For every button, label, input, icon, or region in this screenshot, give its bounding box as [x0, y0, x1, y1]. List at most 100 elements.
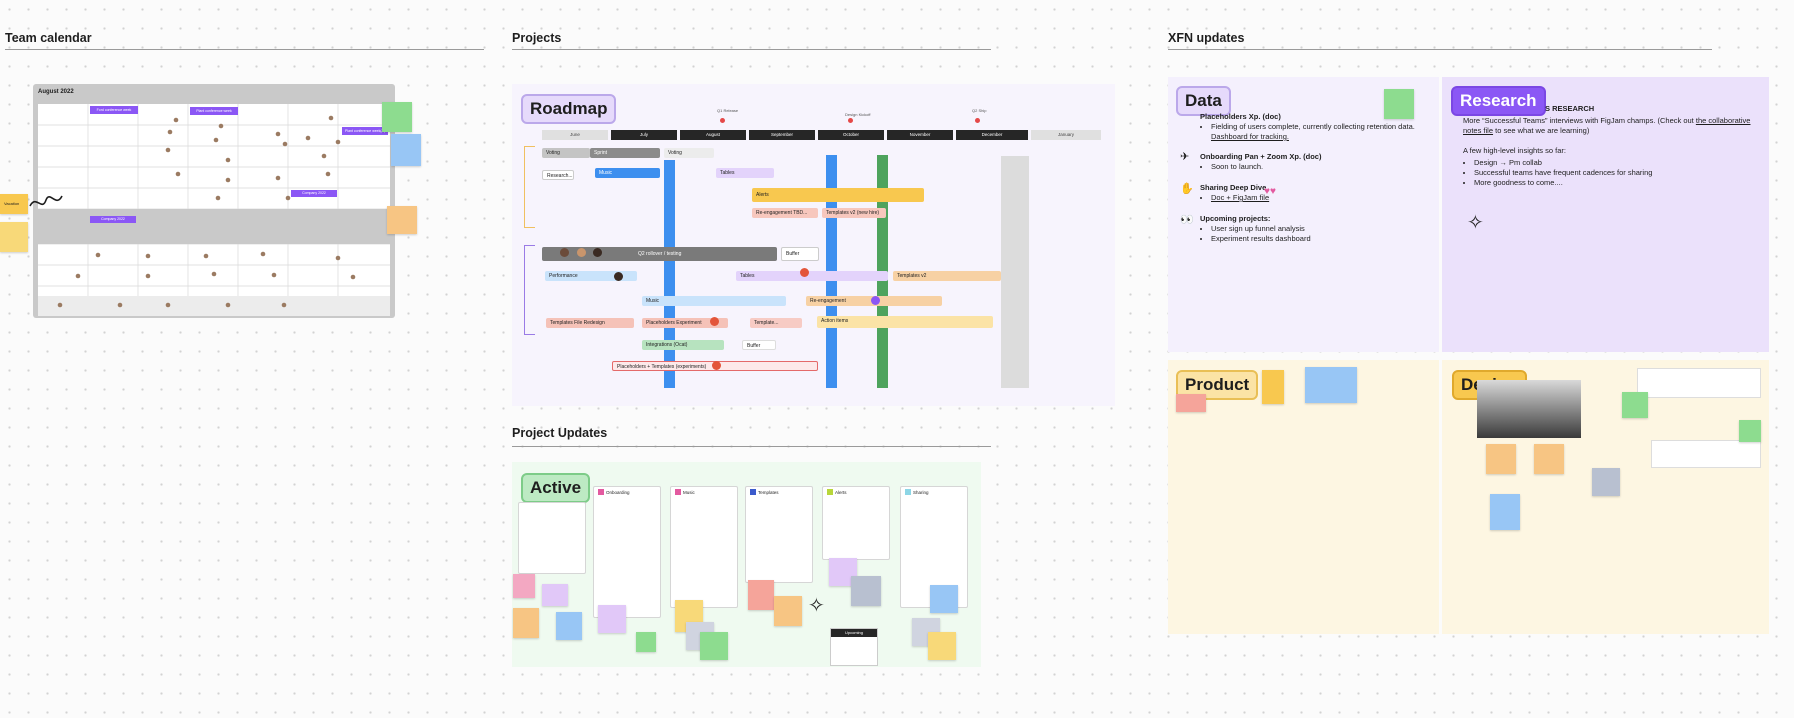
update-card-title: Music: [683, 490, 695, 495]
dashboard-link[interactable]: Dashboard for tracking.: [1211, 132, 1289, 141]
update-card[interactable]: Onboarding: [593, 486, 661, 618]
sticky-note[interactable]: [513, 608, 539, 638]
roadmap-bar[interactable]: Re-engagement TBD...: [752, 208, 818, 218]
sticky-note[interactable]: [542, 584, 568, 606]
sparkle-icon: ✧: [808, 595, 825, 617]
data-item: Onboarding Pan + Zoom Xp. (doc) Soon to …: [1200, 152, 1430, 172]
design-screenshot[interactable]: [1477, 380, 1581, 438]
roadmap-bar[interactable]: Buffer: [742, 340, 776, 350]
team-calendar-frame[interactable]: August 2022: [33, 84, 395, 318]
sticky-note[interactable]: [1490, 494, 1520, 530]
projects-divider: [512, 49, 991, 50]
roadmap-bar[interactable]: Template...: [750, 318, 802, 328]
roadmap-bar[interactable]: Tables: [736, 271, 888, 281]
roadmap-bar[interactable]: Sprint: [590, 148, 660, 158]
data-item-title: Sharing Deep Dive: [1200, 183, 1267, 192]
avatar: [593, 248, 602, 257]
calendar-event[interactable]: Company 2022: [291, 190, 337, 197]
roadmap-chip: Roadmap: [521, 94, 617, 124]
calendar-month-label: August 2022: [38, 89, 74, 95]
research-bullet: Successful teams have frequent cadences …: [1474, 168, 1755, 178]
research-frame[interactable]: [1442, 77, 1769, 352]
data-item-title[interactable]: Placeholders Xp. (doc): [1200, 112, 1281, 121]
avatar: [710, 317, 719, 326]
avatar: [614, 272, 623, 281]
calendar-event[interactable]: Plant conference week: [190, 107, 238, 115]
avatar: [800, 268, 809, 277]
project-updates-title: Project Updates: [512, 426, 608, 440]
project-icon: [675, 489, 681, 495]
sticky-note[interactable]: [1592, 468, 1620, 496]
data-item-title[interactable]: Onboarding Pan + Zoom Xp. (doc): [1200, 152, 1322, 161]
sticky-note[interactable]: [1486, 444, 1516, 474]
sparkle-icon: ✧: [1467, 212, 1484, 234]
roadmap-bar[interactable]: Music: [642, 296, 786, 306]
calendar-event[interactable]: Ford conference week: [90, 106, 138, 114]
roadmap-bar[interactable]: Voting: [664, 148, 714, 158]
sticky-note[interactable]: [556, 612, 582, 640]
roadmap-bar[interactable]: Buffer: [781, 247, 819, 261]
sticky-note[interactable]: [1622, 392, 1648, 418]
active-chip: Active: [521, 473, 591, 503]
update-card[interactable]: Music: [670, 486, 738, 608]
roadmap-bar[interactable]: Voting: [542, 148, 590, 158]
sticky-note[interactable]: [1534, 444, 1564, 474]
design-board[interactable]: [1651, 440, 1761, 468]
month-header: September: [749, 130, 815, 140]
vacation-sticky[interactable]: Vacation: [0, 194, 28, 214]
update-card[interactable]: [518, 502, 586, 574]
sticky-note[interactable]: [700, 632, 728, 660]
swimlane-bracket: [524, 146, 535, 228]
data-frame[interactable]: [1168, 77, 1439, 352]
sticky-note[interactable]: [748, 580, 774, 610]
milestone-label: Design Kickoff: [845, 112, 871, 117]
sticky-note[interactable]: [930, 585, 958, 613]
calendar-event[interactable]: Company 2022: [90, 216, 136, 223]
research-bullet: Design → Pm collab: [1474, 158, 1755, 168]
roadmap-bar[interactable]: Action items: [817, 316, 993, 328]
sticky-note[interactable]: [636, 632, 656, 652]
roadmap-bar[interactable]: Alerts: [752, 188, 924, 202]
roadmap-bar[interactable]: Placeholders Experiment: [642, 318, 728, 328]
calendar-sticky-note[interactable]: [382, 102, 412, 132]
sticky-note[interactable]: [1176, 394, 1206, 412]
calendar-gridlines: [38, 104, 390, 316]
sticky-note[interactable]: [851, 576, 881, 606]
month-header: January: [1031, 130, 1101, 140]
update-card[interactable]: Templates: [745, 486, 813, 583]
product-frame[interactable]: [1168, 360, 1439, 634]
sticky-note[interactable]: [1739, 420, 1761, 442]
roadmap-bar[interactable]: Templates v2 (new hire): [822, 208, 886, 218]
calendar-sticky-note[interactable]: [387, 206, 417, 234]
sticky-note[interactable]: [928, 632, 956, 660]
sticky-note[interactable]: [598, 605, 626, 633]
upcoming-card[interactable]: Upcoming: [830, 628, 878, 666]
sticky-note[interactable]: [774, 596, 802, 626]
data-bullet: Experiment results dashboard: [1211, 234, 1430, 244]
roadmap-bar[interactable]: Templates File Redesign: [546, 318, 634, 328]
roadmap-bar[interactable]: Research...: [542, 170, 574, 180]
upcoming-card-header: Upcoming: [831, 629, 877, 637]
update-card[interactable]: Alerts: [822, 486, 890, 560]
team-calendar-divider: [5, 49, 484, 50]
sticky-note[interactable]: [513, 574, 535, 598]
project-updates-divider: [512, 446, 991, 447]
design-board[interactable]: [1637, 368, 1761, 398]
doc-link[interactable]: Doc + FigJam file: [1211, 193, 1430, 203]
hearts-icon: ♥♥: [1264, 186, 1276, 197]
calendar-sticky-note[interactable]: [391, 134, 421, 166]
sticky-note[interactable]: [1305, 367, 1357, 403]
roadmap-bar[interactable]: Integrations (Ocat): [642, 340, 724, 350]
calendar-event[interactable]: Plant conference week(A): [342, 127, 388, 135]
sticky-note[interactable]: [1384, 89, 1414, 119]
month-header: August: [680, 130, 746, 140]
roadmap-bar[interactable]: Templates v2: [893, 271, 1001, 281]
sticky-note[interactable]: [1262, 370, 1284, 404]
roadmap-bar[interactable]: Performance: [545, 271, 637, 281]
roadmap-bar[interactable]: Music: [595, 168, 660, 178]
calendar-sticky-note[interactable]: [0, 222, 28, 252]
hands-icon: ✋: [1180, 183, 1194, 195]
roadmap-marker-blue: [664, 160, 675, 388]
collaborative-notes-link[interactable]: the collaborative notes file: [1463, 116, 1751, 135]
roadmap-bar[interactable]: Tables: [716, 168, 774, 178]
